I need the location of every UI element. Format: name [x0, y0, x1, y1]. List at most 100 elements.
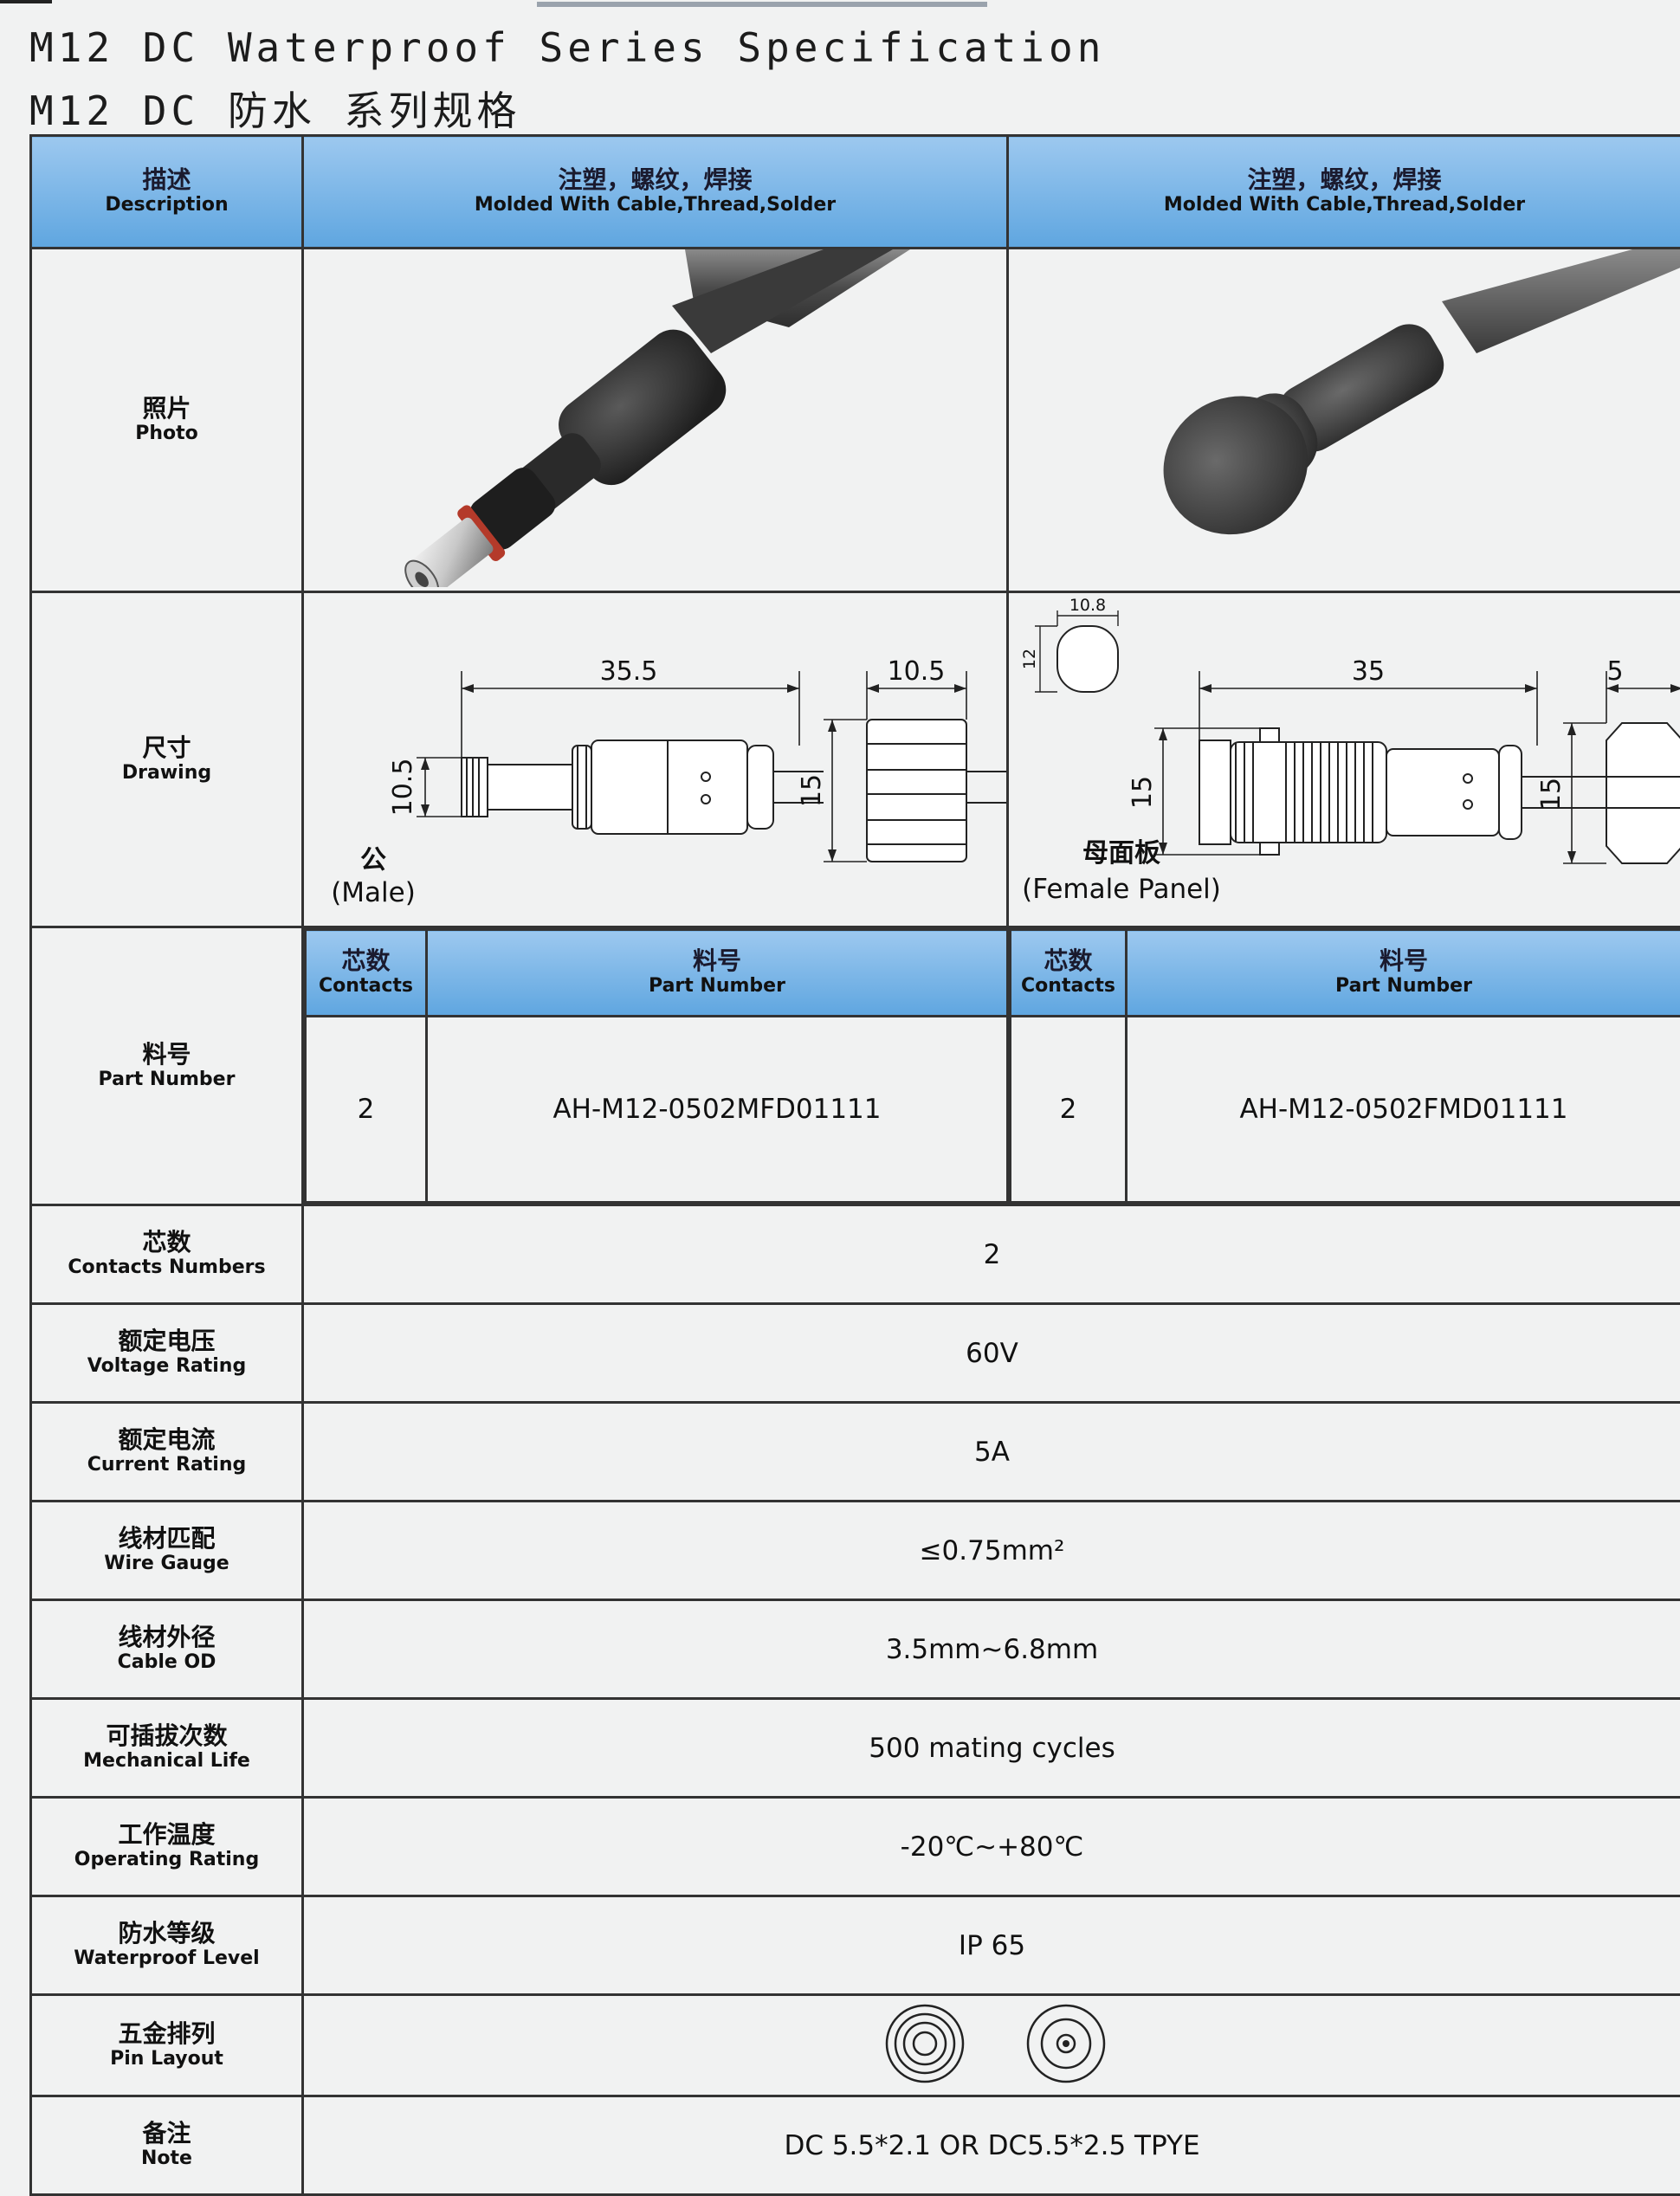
male-contacts-header-en: Contacts [307, 975, 425, 998]
male-contacts-header: 芯数 Contacts [306, 930, 427, 1017]
spec-label-cn: 额定电压 [32, 1327, 301, 1355]
male-dimension-drawing: 35.5 10.5 10.5 15 公 (Male) [304, 593, 1008, 922]
photo-label-cell: 照片 Photo [31, 249, 303, 592]
female-contacts-value: 2 [1011, 1017, 1127, 1203]
male-pn-header-cn: 料号 [428, 947, 1006, 975]
female-dim-hole-h: 12 [1020, 649, 1039, 669]
male-photo-cell [303, 249, 1008, 592]
male-column-header: 注塑，螺纹，焊接 Molded With Cable,Thread,Solder [303, 136, 1008, 249]
drawing-label-cell: 尺寸 Drawing [31, 592, 303, 927]
female-part-number-value: AH-M12-0502FMD01111 [1127, 1017, 1680, 1203]
wire-gauge-value: ≤0.75mm² [303, 1502, 1680, 1600]
female-dim-nut: 5 [1606, 656, 1623, 687]
current-rating-value: 5A [303, 1403, 1680, 1502]
pin-layout-cell [303, 1995, 1680, 2096]
female-caption-en: (Female Panel) [1022, 874, 1221, 905]
mechanical-life-value: 500 mating cycles [303, 1699, 1680, 1798]
spec-label-cn: 防水等级 [32, 1920, 301, 1947]
male-part-number-value: AH-M12-0502MFD01111 [427, 1017, 1007, 1203]
drawing-row: 尺寸 Drawing [31, 592, 1680, 927]
spec-label-cn: 线材匹配 [32, 1525, 301, 1553]
operating-rating-value: -20℃~+80℃ [303, 1798, 1680, 1896]
female-caption-cn: 母面板 [1082, 838, 1160, 869]
male-pin-layout-icon [887, 2005, 963, 2082]
female-connector-photo [1009, 249, 1680, 587]
photo-label-en: Photo [32, 423, 301, 445]
spec-label-cn: 额定电流 [32, 1426, 301, 1454]
description-label-cell: 描述 Description [31, 136, 303, 249]
female-contacts-header-en: Contacts [1011, 975, 1125, 998]
male-part-number-subtable: 芯数 Contacts 料号 Part Number 2 AH-M12-0502… [304, 928, 1006, 1204]
male-dim-height: 10.5 [388, 759, 418, 817]
spec-label-cn: 可插拔次数 [32, 1722, 301, 1750]
female-contacts-header-cn: 芯数 [1011, 947, 1125, 975]
male-contacts-header-cn: 芯数 [307, 947, 425, 975]
note-label-cn: 备注 [32, 2120, 301, 2148]
part-number-label-cn: 料号 [32, 1041, 301, 1069]
male-header-en: Molded With Cable,Thread,Solder [304, 194, 1006, 216]
male-part-number-cell: 芯数 Contacts 料号 Part Number 2 AH-M12-0502… [303, 927, 1008, 1205]
male-pn-header: 料号 Part Number [427, 930, 1007, 1017]
spec-label-en: Operating Rating [32, 1849, 301, 1871]
pin-layout-label-cn: 五金排列 [32, 2020, 301, 2048]
female-part-number-cell: 芯数 Contacts 料号 Part Number 2 AH-M12-0502… [1008, 927, 1680, 1205]
male-pn-header-en: Part Number [428, 975, 1006, 998]
spec-label-cn: 线材外径 [32, 1624, 301, 1651]
top-rule [0, 0, 52, 3]
page-title-english: M12 DC Waterproof Series Specification [29, 24, 1105, 71]
female-header-cn: 注塑，螺纹，焊接 [1009, 166, 1680, 194]
pin-layout-diagram [863, 1996, 1122, 2091]
male-header-cn: 注塑，螺纹，焊接 [304, 166, 1006, 194]
female-dimension-drawing: 10.8 12 [1009, 593, 1680, 922]
male-caption-cn: 公 [360, 845, 386, 875]
female-pn-header-en: Part Number [1128, 975, 1680, 998]
spec-table: 描述 Description 注塑，螺纹，焊接 Molded With Cabl… [29, 134, 1680, 2196]
male-caption-en: (Male) [331, 877, 416, 908]
pin-layout-label-en: Pin Layout [32, 2048, 301, 2070]
description-label-en: Description [32, 194, 301, 216]
spec-label-en: Mechanical Life [32, 1750, 301, 1773]
male-dim-body: 15 [797, 774, 827, 807]
female-pn-header: 料号 Part Number [1127, 930, 1680, 1017]
spec-label-en: Waterproof Level [32, 1947, 301, 1970]
female-column-header: 注塑，螺纹，焊接 Molded With Cable,Thread,Solder [1008, 136, 1680, 249]
spec-label-en: Wire Gauge [32, 1553, 301, 1575]
female-pn-header-cn: 料号 [1128, 947, 1680, 975]
male-dim-nut: 10.5 [888, 656, 946, 687]
female-dim-body-2: 15 [1536, 778, 1567, 811]
note-value: DC 5.5*2.1 OR DC5.5*2.5 TPYE [303, 2096, 1680, 2195]
female-dim-length: 35 [1352, 656, 1385, 687]
page-title-chinese: M12 DC 防水 系列规格 [29, 80, 521, 137]
male-dim-length: 35.5 [600, 656, 658, 687]
female-dim-body: 15 [1128, 776, 1158, 809]
male-contacts-value: 2 [306, 1017, 427, 1203]
photo-label-cn: 照片 [32, 395, 301, 423]
contacts-numbers-value: 2 [303, 1205, 1680, 1304]
female-part-number-subtable: 芯数 Contacts 料号 Part Number 2 AH-M12-0502… [1009, 928, 1680, 1204]
female-header-en: Molded With Cable,Thread,Solder [1009, 194, 1680, 216]
spec-label-en: Voltage Rating [32, 1355, 301, 1378]
male-connector-photo [304, 249, 1008, 587]
voltage-rating-value: 60V [303, 1304, 1680, 1403]
spec-label-cn: 芯数 [32, 1229, 301, 1256]
cable-od-value: 3.5mm~6.8mm [303, 1600, 1680, 1699]
female-drawing-cell: 10.8 12 [1008, 592, 1680, 927]
spec-label-en: Contacts Numbers [32, 1256, 301, 1279]
description-label-cn: 描述 [32, 166, 301, 194]
